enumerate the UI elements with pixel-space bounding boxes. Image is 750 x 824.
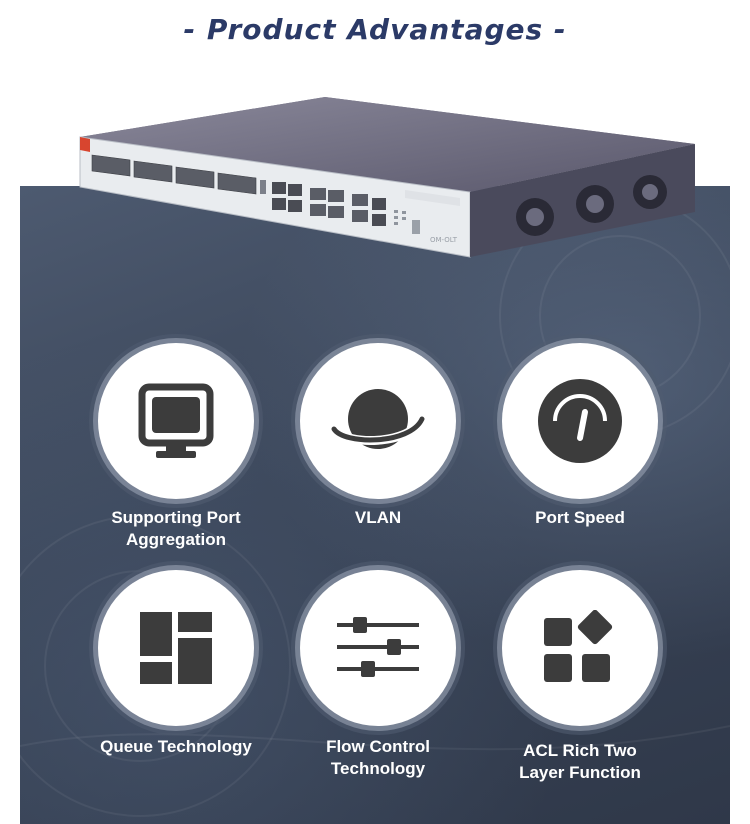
feature-label: Port Speed	[535, 508, 625, 527]
monitor-icon	[138, 383, 214, 458]
feature-label: VLAN	[354, 508, 402, 527]
layout-grid-icon	[140, 612, 212, 684]
speedometer-icon	[538, 379, 622, 463]
sliders-icon	[337, 617, 419, 677]
planet-icon	[331, 389, 425, 449]
feature-icon-circle	[502, 570, 658, 726]
device-model-label: OM-OLT	[430, 236, 458, 244]
feature-icon-circle	[98, 570, 254, 726]
page-title: - Product Advantages -	[183, 13, 567, 46]
feature-icon-circle	[98, 343, 254, 499]
feature-label: Flow Control Technology	[326, 737, 430, 778]
feature-label: Supporting Port Aggregation	[111, 508, 241, 549]
feature-label: ACL Rich Two Layer Function	[519, 741, 641, 782]
feature-label: Queue Technology	[100, 737, 252, 756]
apps-icon	[544, 610, 613, 682]
feature-icon-circle	[300, 343, 456, 499]
feature-icon-circle	[300, 570, 456, 726]
feature-icon-circle	[502, 343, 658, 499]
olt-device-image: OM-OLT	[79, 97, 695, 258]
